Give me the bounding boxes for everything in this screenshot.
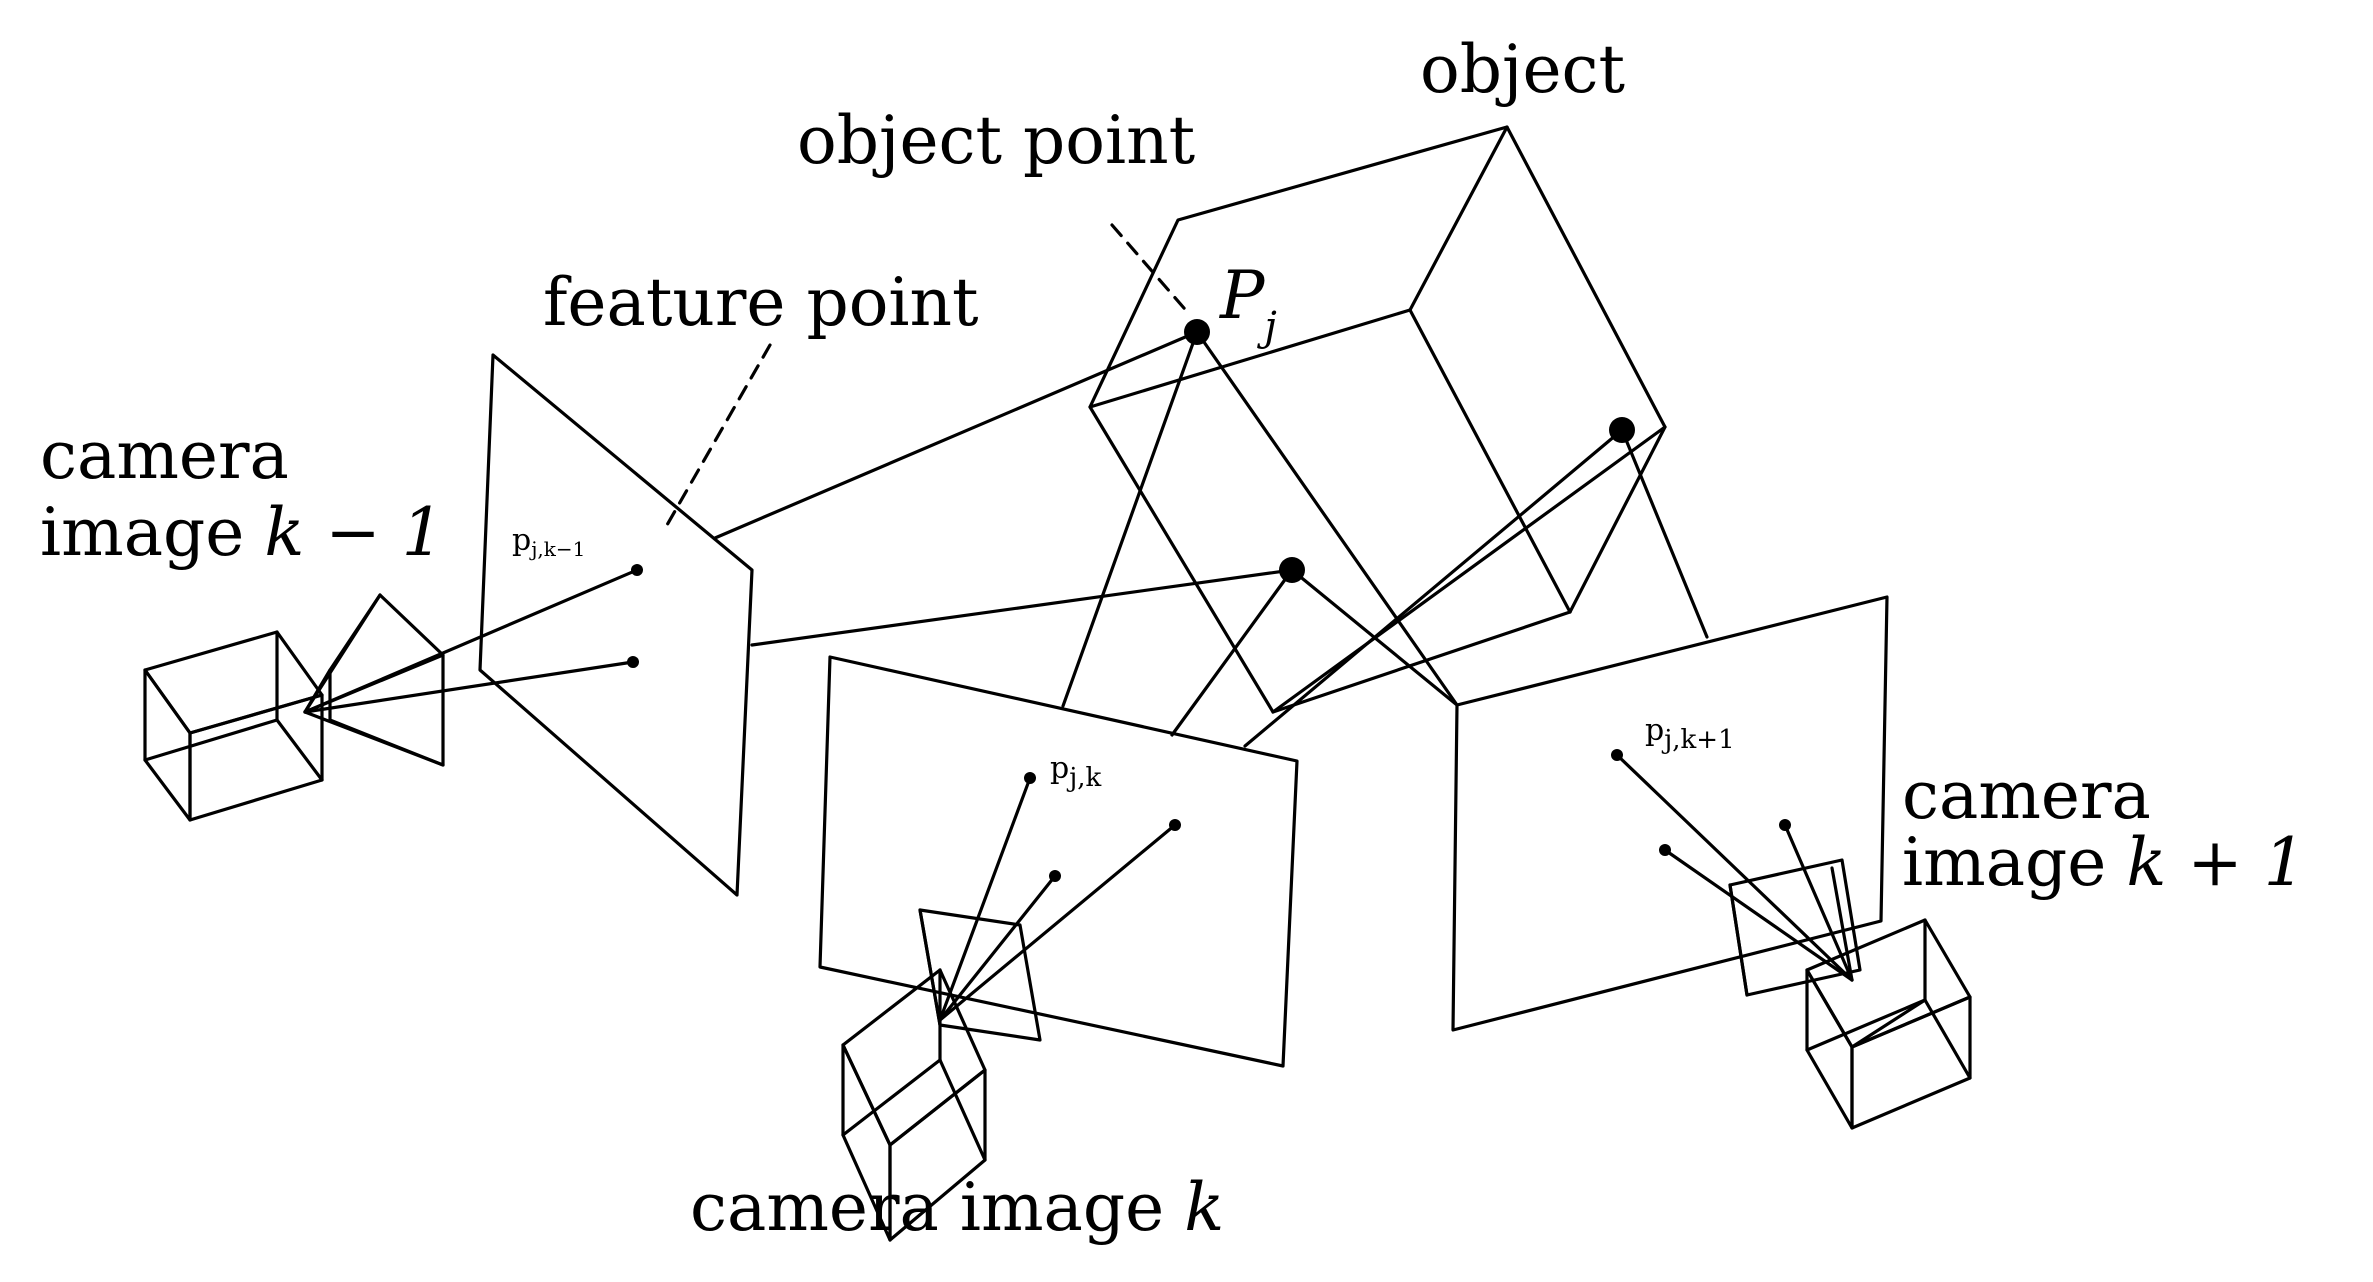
label-object-point: object point bbox=[797, 102, 1195, 179]
camera-k bbox=[841, 908, 1042, 1242]
label-camera-k-plus-1-line2: image k + 1 bbox=[1902, 824, 2306, 901]
object-point-pj bbox=[1184, 319, 1210, 345]
label-p-j-k: pj,k bbox=[1050, 751, 1102, 793]
label-p1-symbol: p bbox=[512, 523, 531, 558]
object-cube bbox=[1088, 125, 1667, 714]
label-p3-subscript: j,k+1 bbox=[1661, 725, 1734, 755]
label-camera-k-minus-1-line1: camera bbox=[40, 417, 289, 494]
feature-point-k-minus-1-b bbox=[627, 656, 639, 668]
camera-k-plus-1 bbox=[1728, 858, 1972, 1130]
label-image-word-2: image bbox=[1902, 824, 2106, 901]
feature-point-k-b bbox=[1049, 870, 1061, 882]
label-k-math: k bbox=[1184, 1169, 1224, 1246]
label-pj-symbol: P bbox=[1219, 257, 1266, 334]
camera-k-minus-1 bbox=[143, 593, 445, 822]
label-k-minus-1-math: k − 1 bbox=[264, 494, 443, 571]
feature-point-k-minus-1-a bbox=[631, 564, 643, 576]
label-p-j-k-plus-1: pj,k+1 bbox=[1645, 713, 1735, 755]
label-p2-subscript: j,k bbox=[1066, 763, 1101, 793]
feature-point-leader bbox=[665, 343, 772, 527]
image-plane-k bbox=[818, 655, 1299, 1068]
object-points bbox=[1184, 319, 1635, 583]
label-k-plus-1-math: k + 1 bbox=[2126, 824, 2305, 901]
image-plane-k-plus-1 bbox=[1451, 595, 1889, 1032]
feature-points bbox=[627, 564, 1791, 882]
object-point-leader bbox=[1110, 223, 1192, 317]
label-image-word: image bbox=[40, 494, 244, 571]
label-camera-image-word: camera image bbox=[690, 1169, 1164, 1246]
label-feature-point: feature point bbox=[543, 264, 979, 341]
label-p-j-k-minus-1: pj,k−1 bbox=[512, 523, 585, 561]
feature-point-k-a bbox=[1024, 772, 1036, 784]
label-camera-image-k: camera image k bbox=[690, 1169, 1224, 1246]
feature-point-k-plus-1-a bbox=[1611, 749, 1623, 761]
label-camera-k-minus-1-line2: image k − 1 bbox=[40, 494, 444, 571]
label-object: object bbox=[1420, 31, 1625, 108]
object-rays bbox=[713, 330, 1709, 748]
label-pj: Pj bbox=[1219, 257, 1277, 350]
label-camera-k-plus-1-line1: camera bbox=[1902, 757, 2151, 834]
image-plane-k-minus-1 bbox=[478, 353, 754, 897]
label-p1-subscript: j,k−1 bbox=[529, 537, 585, 561]
feature-point-k-c bbox=[1169, 819, 1181, 831]
object-point-3 bbox=[1609, 417, 1635, 443]
projection-rays bbox=[303, 568, 1854, 1022]
feature-point-k-plus-1-c bbox=[1779, 819, 1791, 831]
label-p3-symbol: p bbox=[1645, 713, 1664, 748]
feature-point-k-plus-1-b bbox=[1659, 844, 1671, 856]
object-point-2 bbox=[1279, 557, 1305, 583]
label-p2-symbol: p bbox=[1050, 751, 1069, 786]
